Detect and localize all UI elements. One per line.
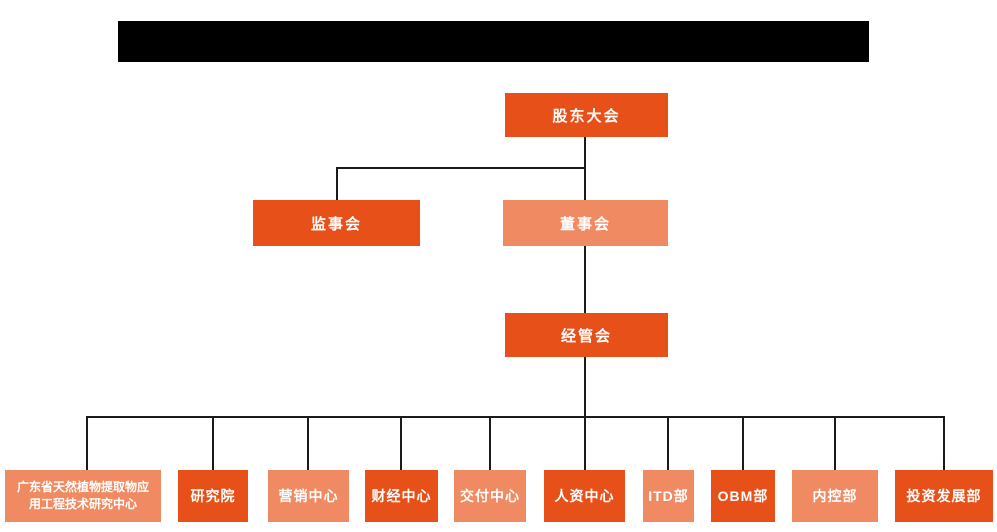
connector-drop-obm [742, 416, 744, 470]
node-dept-investment-development: 投资发展部 [895, 470, 993, 522]
node-dept-marketing-center: 营销中心 [268, 470, 349, 522]
node-dept-obm: OBM部 [711, 470, 775, 522]
title-bar-redacted [118, 21, 869, 62]
node-supervisory-board: 监事会 [253, 200, 420, 246]
connector-directors-to-management [584, 246, 586, 313]
connector-drop-research-center [86, 416, 88, 470]
connector-drop-internal-control [834, 416, 836, 470]
node-dept-research-center: 广东省天然植物提取物应用工程技术研究中心 [5, 470, 161, 522]
node-dept-research-institute: 研究院 [178, 470, 248, 522]
node-dept-internal-control: 内控部 [792, 470, 878, 522]
node-dept-finance-center: 财经中心 [365, 470, 438, 522]
connector-level2-horizontal [336, 167, 586, 169]
connector-departments-horizontal [87, 416, 945, 418]
node-dept-hr-center: 人资中心 [544, 470, 625, 522]
connector-to-supervisory-board [336, 167, 338, 200]
connector-drop-investment-development [943, 416, 945, 470]
node-board-of-directors: 董事会 [503, 200, 668, 246]
connector-drop-finance-center [400, 416, 402, 470]
connector-drop-hr-center [584, 416, 586, 470]
node-dept-itd: ITD部 [643, 470, 694, 522]
connector-drop-marketing-center [307, 416, 309, 470]
connector-root-stem [584, 137, 586, 168]
connector-drop-delivery-center [489, 416, 491, 470]
node-dept-delivery-center: 交付中心 [454, 470, 526, 522]
connector-management-stem [584, 357, 586, 418]
connector-drop-research-institute [212, 416, 214, 470]
connector-to-board-of-directors [584, 167, 586, 200]
node-management-committee: 经管会 [505, 313, 668, 357]
node-shareholders-meeting: 股东大会 [505, 93, 668, 137]
connector-drop-itd [667, 416, 669, 470]
